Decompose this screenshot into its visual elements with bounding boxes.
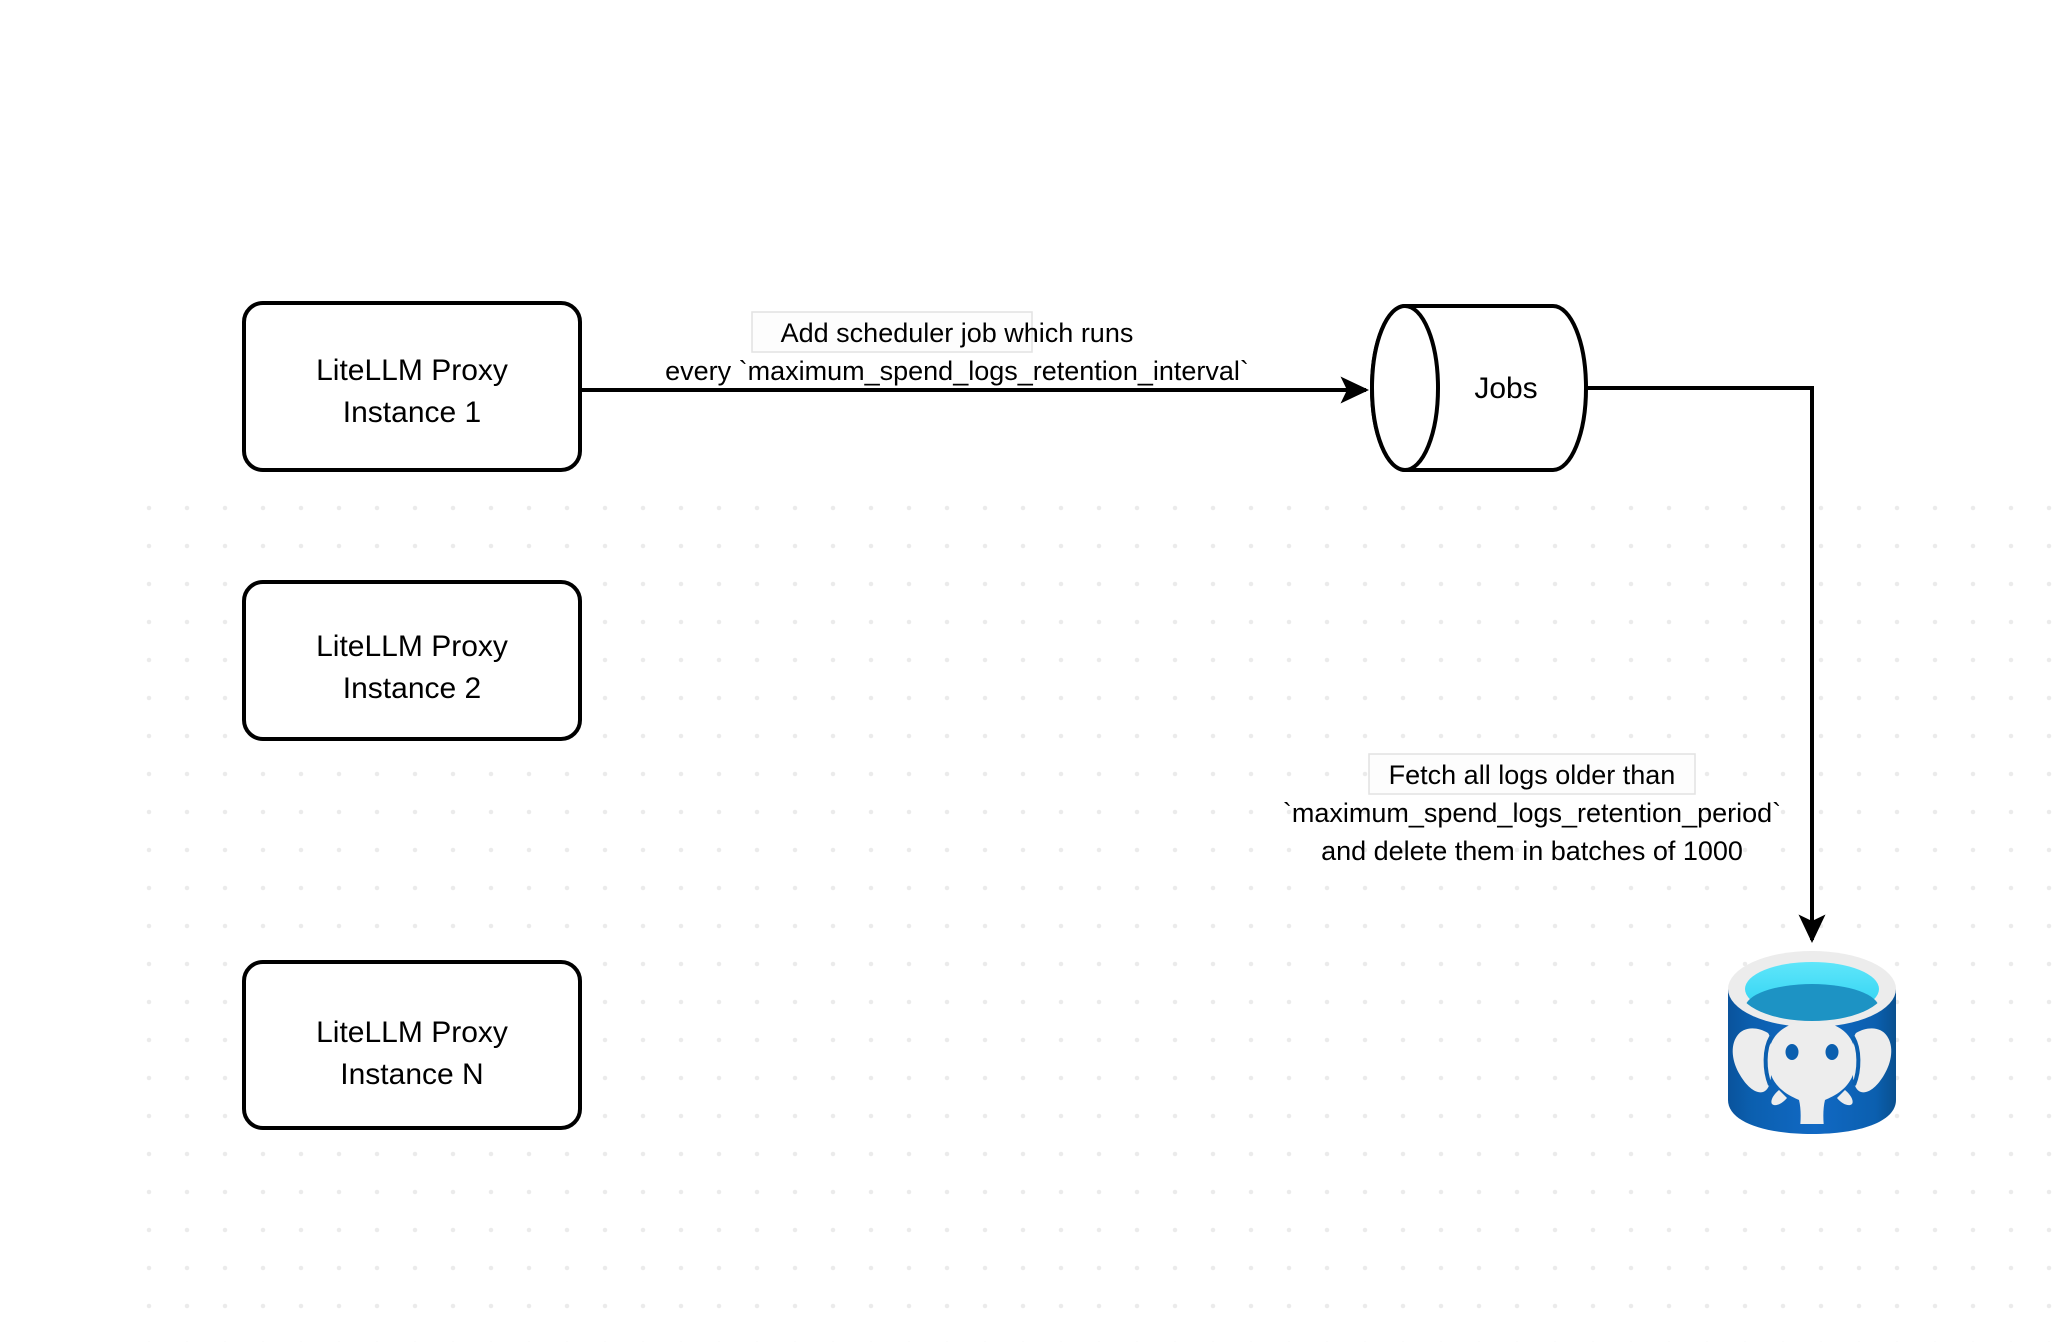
edge-postgres-label-line2: `maximum_spend_logs_retention_period` (1283, 798, 1781, 828)
node-proxy-instance-n[interactable]: LiteLLM Proxy Instance N (242, 960, 582, 1130)
proxy-instance-2-shape[interactable] (242, 580, 582, 741)
edge-proxy1-label-highlight-box (751, 311, 1033, 353)
proxy-instance-1-label-line1: LiteLLM Proxy (316, 354, 508, 387)
edge-jobs-to-postgres-label: Fetch all logs older than `maximum_spend… (1283, 760, 1781, 866)
postgresql-database-icon[interactable] (1728, 951, 1896, 1134)
node-proxy-instance-1[interactable]: LiteLLM Proxy Instance 1 (242, 301, 582, 472)
edge-postgres-label-highlight-box (1368, 753, 1696, 795)
node-proxy-instance-2[interactable]: LiteLLM Proxy Instance 2 (242, 580, 582, 741)
proxy-instance-1-label-line2: Instance 1 (343, 396, 481, 429)
edge-jobs-to-postgres-line (1586, 386, 1826, 944)
proxy-instance-n-label-line2: Instance N (340, 1058, 483, 1091)
edge-proxy1-to-jobs-label: Add scheduler job which runs every `maxi… (665, 318, 1249, 386)
edge-proxy1-label-line1: Add scheduler job which runs (781, 318, 1134, 348)
edge-proxy1-label-line2: every `maximum_spend_logs_retention_inte… (665, 356, 1249, 386)
proxy-instance-n-label-line1: LiteLLM Proxy (316, 1016, 508, 1049)
postgres-elephant-icon (1732, 1021, 1892, 1124)
proxy-instance-2-label-line2: Instance 2 (343, 672, 481, 705)
proxy-instance-1-shape[interactable] (242, 301, 582, 472)
edge-jobs-to-postgres (1586, 386, 1826, 944)
node-jobs-queue[interactable]: Jobs (1369, 304, 1589, 472)
postgres-elephant-right-eye (1825, 1044, 1839, 1060)
edge-postgres-label-line3: and delete them in batches of 1000 (1321, 836, 1743, 866)
jobs-cylinder-left-face (1370, 304, 1440, 472)
jobs-label: Jobs (1474, 372, 1537, 405)
proxy-instance-n-shape[interactable] (242, 960, 582, 1130)
edge-postgres-label-line1: Fetch all logs older than (1389, 760, 1676, 790)
postgres-elephant-left-eye (1785, 1044, 1799, 1060)
proxy-instance-2-label-line1: LiteLLM Proxy (316, 630, 508, 663)
